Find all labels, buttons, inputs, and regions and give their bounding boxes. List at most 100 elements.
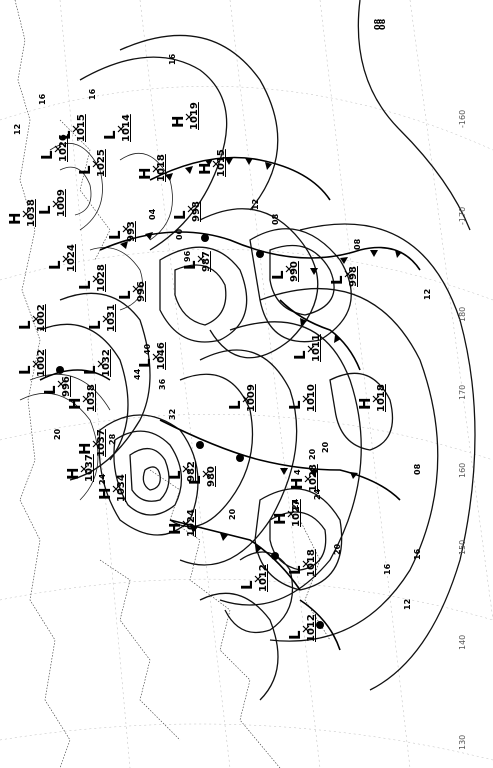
center-pressure-value: 1015 — [76, 114, 87, 142]
center-pressure-value: 1018 — [156, 154, 167, 182]
center-pressure-value: 996 — [136, 281, 147, 302]
center-pressure-value: 1025 — [96, 149, 107, 177]
center-cross-mark — [22, 210, 30, 218]
center-cross-mark — [304, 475, 312, 483]
low-symbol: L — [106, 230, 124, 240]
center-pressure-value: 993 — [126, 221, 137, 242]
center-cross-mark — [52, 200, 60, 208]
center-cross-mark — [92, 440, 100, 448]
center-cross-mark — [152, 165, 160, 173]
center-pressure-value: 1010 — [306, 384, 317, 412]
center-cross-mark — [132, 285, 140, 293]
center-pressure-value: 1024 — [186, 509, 197, 537]
isobar-label: 24 — [291, 498, 300, 510]
center-cross-mark — [82, 395, 90, 403]
longitude-label: -160 — [458, 110, 467, 128]
center-cross-mark — [117, 125, 125, 133]
low-symbol: L — [16, 320, 34, 330]
low-symbol: L — [238, 580, 256, 590]
high-symbol: H — [166, 522, 184, 535]
misc-label: 20 — [321, 441, 330, 453]
low-symbol: L — [291, 350, 309, 360]
isobar-label: 16 — [383, 563, 392, 575]
center-cross-mark — [102, 315, 110, 323]
low-symbol: L — [36, 205, 54, 215]
low-symbol: L — [81, 365, 99, 375]
center-cross-mark — [344, 270, 352, 278]
center-cross-mark — [254, 575, 262, 583]
center-cross-mark — [285, 265, 293, 273]
isobar-label: 96 — [183, 250, 192, 262]
center-cross-mark — [287, 510, 295, 518]
isobar-label: 16 — [88, 88, 97, 100]
isobars — [19, 0, 476, 701]
low-symbol: L — [86, 320, 104, 330]
center-pressure-value: 1024 — [66, 244, 77, 272]
center-cross-mark — [242, 395, 250, 403]
isobar-label: 40 — [143, 343, 152, 355]
isobar-label: 28 — [108, 433, 117, 445]
isobar-label: 08 — [373, 18, 382, 30]
center-pressure-value: 1018 — [306, 549, 317, 577]
high-symbol: H — [288, 477, 306, 490]
high-symbol: H — [66, 397, 84, 410]
center-pressure-value: 990 — [289, 261, 300, 282]
low-symbol: L — [166, 470, 184, 480]
high-symbol: H — [271, 512, 289, 525]
isobar-label: 08 — [353, 238, 362, 250]
center-cross-mark — [185, 113, 193, 121]
low-symbol: L — [16, 365, 34, 375]
isobar-label: 12 — [403, 599, 412, 610]
longitude-label: 160 — [458, 463, 467, 478]
center-pressure-value: 1018 — [376, 384, 387, 412]
center-pressure-value: 1002 — [36, 304, 47, 332]
center-pressure-value: 1037 — [96, 429, 107, 457]
center-pressure-value: 1002 — [36, 349, 47, 377]
center-pressure-value: 980 — [206, 466, 217, 487]
isobar-label: 20 — [53, 428, 62, 440]
center-pressure-value: 1009 — [246, 384, 257, 412]
isobar-label: 20 — [228, 508, 237, 520]
longitude-label: 170 — [458, 385, 467, 400]
center-cross-mark — [182, 465, 190, 473]
high-symbol: H — [169, 115, 187, 128]
misc-label: 08 — [378, 18, 387, 30]
center-pressure-value: 1038 — [26, 199, 37, 227]
center-pressure-value: 1037 — [84, 454, 95, 482]
low-symbol: L — [226, 400, 244, 410]
low-symbol: L — [286, 565, 304, 575]
center-cross-mark — [302, 625, 310, 633]
center-pressure-value: 1012 — [306, 614, 317, 642]
low-symbol: L — [171, 210, 189, 220]
isobar-label: 16 — [413, 548, 422, 560]
longitude-label: 140 — [458, 635, 467, 650]
low-symbol: L — [76, 165, 94, 175]
center-cross-mark — [302, 395, 310, 403]
longitude-label: -170 — [458, 207, 467, 225]
center-pressure-value: 1012 — [258, 564, 269, 592]
center-cross-mark — [197, 255, 205, 263]
center-pressure-value: 1046 — [156, 342, 167, 370]
